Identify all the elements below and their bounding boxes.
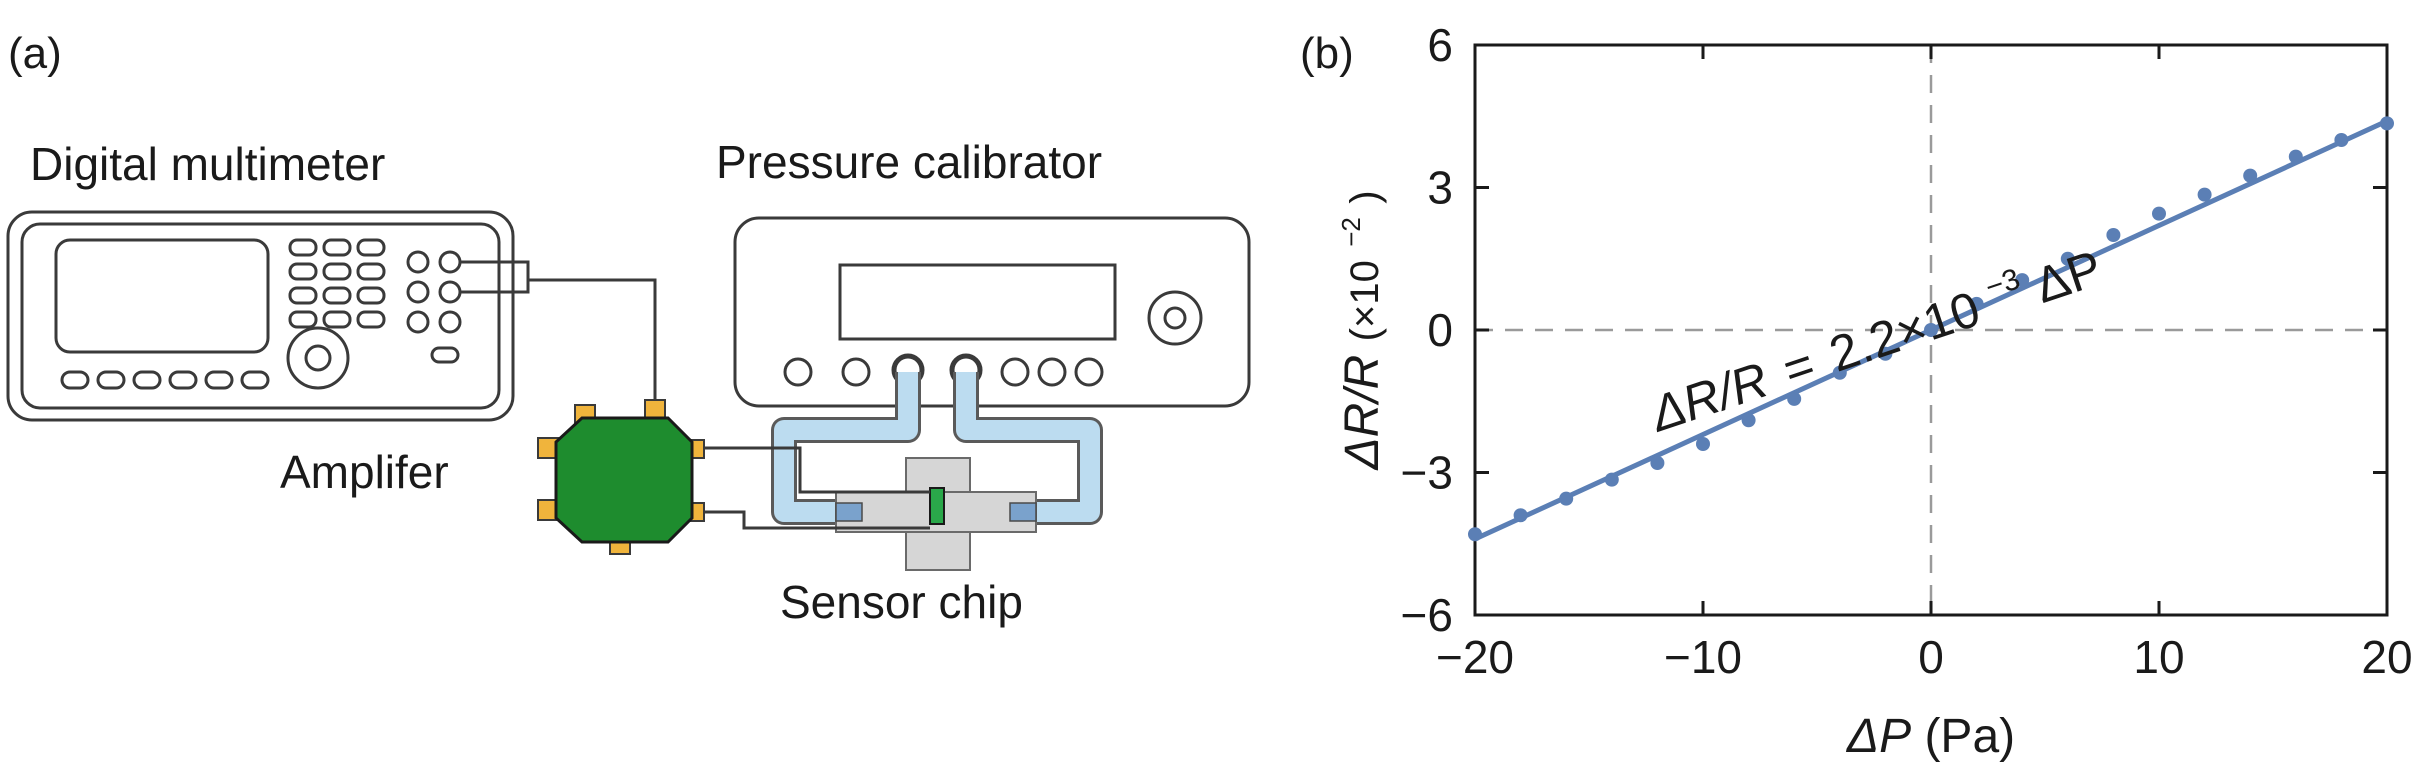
- multimeter-display: [54, 238, 270, 354]
- terminal-icon: [406, 250, 430, 274]
- y-axis-label: ΔR/R (×10 −2 ): [1318, 190, 1389, 470]
- y-tick-label: 6: [1427, 19, 1453, 71]
- fit-equation-equals: =: [1776, 336, 1821, 398]
- calibrator-nav-pad: [1147, 290, 1203, 346]
- x-tick-label: 10: [2133, 631, 2184, 683]
- data-point: [1832, 365, 1847, 380]
- fit-equation-coef: 2.2×10: [1823, 280, 1987, 382]
- calibrator-label: Pressure calibrator: [716, 136, 1102, 188]
- data-point: [1696, 437, 1710, 451]
- sensor-chip-label: Sensor chip: [780, 576, 1023, 628]
- data-point: [1559, 491, 1574, 506]
- x-tick-label: −20: [1436, 631, 1514, 683]
- y-tick-label: −3: [1401, 447, 1453, 499]
- y-axis-label-unit: (×10: [1343, 260, 1387, 341]
- x-axis-label: ΔP (Pa): [1846, 710, 2015, 763]
- y-axis-ticks: −6 −3 0 3 6: [1401, 19, 2387, 641]
- amplifier-body: [554, 416, 694, 544]
- data-point: [2288, 149, 2303, 164]
- data-point: [1741, 413, 1756, 428]
- data-point: [2106, 228, 2121, 242]
- data-point: [2060, 251, 2075, 266]
- pressure-calibrator: [733, 216, 1251, 408]
- pressure-tubes: [771, 372, 1103, 525]
- data-point: [1924, 323, 1938, 337]
- y-axis-label-exp: −2: [1336, 217, 1366, 247]
- data-point: [2015, 273, 2030, 288]
- amplifier: [537, 399, 705, 555]
- y-axis-label-symbol: ΔR/R: [1336, 355, 1389, 471]
- digital-multimeter: [6, 210, 515, 422]
- data-point: [1513, 508, 1528, 523]
- multimeter-nav-pad: [286, 326, 350, 390]
- data-point: [1969, 296, 1984, 311]
- x-tick-label: 0: [1918, 631, 1944, 683]
- y-tick-label: 0: [1427, 304, 1453, 356]
- data-point: [1650, 456, 1665, 470]
- panel-b: (b) −20 −10 0 10 20 −6 −3 0 3 6 ΔR/R = 2.2×10 −3…: [1300, 19, 2413, 763]
- multimeter-label: Digital multimeter: [30, 138, 385, 190]
- sensor-chip: [929, 487, 945, 525]
- x-axis-label-symbol: ΔP: [1846, 710, 1911, 763]
- x-axis-ticks: −20 −10 0 10 20: [1436, 45, 2413, 683]
- data-point: [2197, 187, 2212, 202]
- fit-equation-var: ΔP: [2028, 240, 2109, 314]
- panel-b-label: (b): [1300, 29, 1354, 78]
- data-point: [1468, 527, 1482, 542]
- data-point: [1604, 472, 1619, 487]
- fit-equation: ΔR/R = 2.2×10 −3 ΔP: [1636, 219, 2109, 443]
- data-point: [2152, 206, 2166, 221]
- y-tick-label: 3: [1427, 162, 1453, 214]
- data-point: [2243, 168, 2258, 183]
- fit-equation-exp: −3: [1981, 262, 2024, 304]
- x-tick-label: 20: [2361, 631, 2412, 683]
- data-points: [1468, 116, 2394, 542]
- amplifier-label: Amplifer: [280, 446, 449, 498]
- fit-equation-lhs: ΔR/R: [1643, 351, 1775, 442]
- sensor-chip-assembly: [835, 457, 1037, 571]
- panel-a-label: (a): [8, 29, 62, 78]
- x-axis-label-unit: (Pa): [1924, 710, 2015, 763]
- data-point: [2334, 133, 2349, 147]
- sensor-wires: [700, 446, 930, 530]
- panel-a: (a) Digital multimeter: [6, 29, 1251, 628]
- y-tick-label: −6: [1401, 589, 1453, 641]
- data-point: [1878, 346, 1893, 361]
- calibrator-display: [838, 263, 1117, 341]
- data-point: [2380, 116, 2394, 131]
- x-tick-label: −10: [1664, 631, 1742, 683]
- y-axis-label-close: ): [1343, 190, 1387, 203]
- data-point: [1787, 391, 1802, 406]
- multimeter-wires: [460, 260, 657, 410]
